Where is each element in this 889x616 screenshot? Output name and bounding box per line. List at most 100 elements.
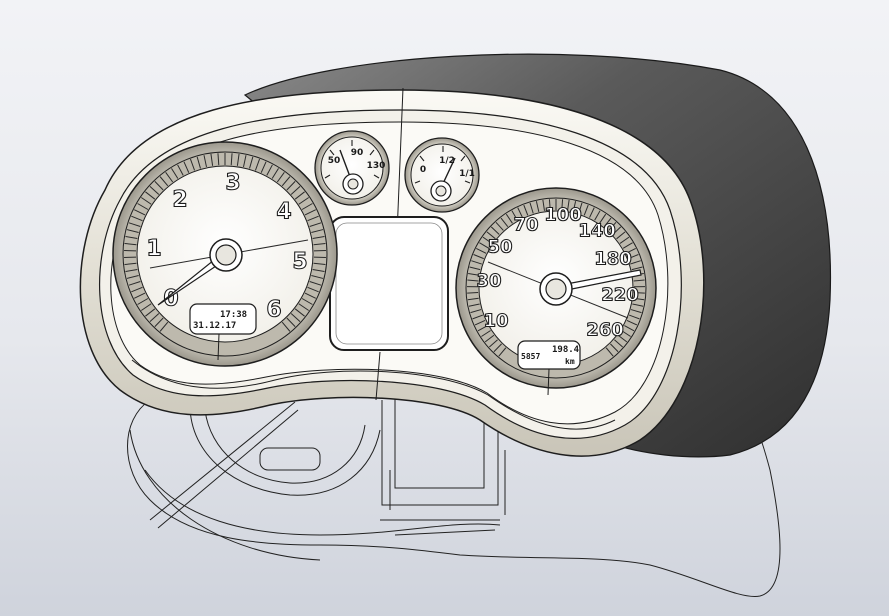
gauge-tick — [561, 199, 564, 211]
gauge-tick — [131, 286, 143, 293]
gauge-tick — [312, 268, 325, 273]
gauge-tick — [628, 254, 639, 260]
gauge-tick — [196, 156, 201, 169]
gauge-tick — [605, 347, 614, 357]
gauge-tick — [612, 226, 622, 235]
gauge-tick — [589, 207, 595, 218]
gauge-tick — [511, 210, 518, 221]
gauge-tick — [183, 161, 190, 173]
gauge-tick — [189, 158, 196, 171]
gauge-tick — [294, 191, 305, 200]
wireframe-lines — [127, 398, 781, 597]
gauge-tick — [281, 176, 291, 187]
gauge-tick — [583, 204, 589, 216]
gauge-tick — [567, 199, 570, 211]
gauge-tick — [617, 334, 628, 343]
fuel-label: 1/2 — [439, 156, 455, 166]
gauge-tick — [298, 197, 310, 205]
gauge-tick — [286, 180, 296, 191]
center-display — [329, 216, 449, 351]
gauge-tick — [608, 221, 617, 231]
gauge-tick — [154, 317, 164, 328]
gauge-tick — [145, 308, 156, 317]
gauge-tick — [529, 202, 534, 214]
gauge-tick — [149, 186, 160, 195]
gauge-tick — [309, 281, 322, 286]
gauge-tick — [633, 297, 645, 301]
speed-label: 10 — [483, 311, 508, 332]
gauge-tick — [134, 209, 146, 216]
speed-label: 100 — [544, 205, 582, 226]
gauge-tick — [260, 161, 267, 173]
gauge-tick — [630, 309, 642, 314]
gauge-tick — [159, 321, 169, 332]
gauge-tick — [126, 275, 139, 279]
gauge-tick — [624, 325, 635, 332]
gauge-tick — [128, 281, 141, 286]
tachometer: 0 1 2 3 4 5 6 17:38 31.12.17 — [112, 141, 338, 367]
gauge-tick — [159, 176, 169, 187]
gauge-tick — [548, 199, 551, 211]
gauge-tick — [217, 153, 220, 166]
gauge-tick — [472, 314, 484, 320]
gauge-tick — [621, 330, 631, 337]
trip-readout: 5857 — [521, 352, 540, 361]
speedometer-tick-ring — [467, 199, 645, 357]
gauge-tick — [286, 317, 296, 328]
gauge-tick — [505, 213, 513, 224]
gauge-tick — [633, 292, 645, 294]
gauge-tick — [477, 325, 488, 332]
gauge-tick — [236, 153, 240, 166]
gauge-tick — [523, 204, 529, 216]
fuel-label: 0 — [420, 165, 426, 175]
tachometer-tick-ring — [124, 153, 326, 332]
unit-readout: km — [565, 357, 575, 366]
gauge-tick — [622, 242, 633, 249]
gauge-tick — [630, 260, 641, 265]
gauge-tick — [126, 229, 139, 233]
gauge-tick — [476, 248, 487, 254]
gauge-tick — [469, 266, 481, 271]
gauge-tick — [271, 168, 279, 179]
gauge-tick — [482, 236, 493, 244]
gauge-tick — [171, 168, 179, 179]
gauge-tick — [307, 286, 319, 293]
gauge-tick — [632, 303, 644, 307]
date-readout: 31.12.17 — [193, 321, 236, 331]
gauge-tick — [203, 155, 207, 168]
gauge-tick — [633, 279, 645, 282]
gauge-tick — [619, 236, 630, 244]
temperature-gauge: 50 90 130 — [314, 130, 390, 206]
clock-readout: 17:38 — [220, 310, 247, 320]
tach-label: 4 — [276, 200, 291, 225]
gauge-tick — [313, 262, 326, 266]
tach-label: 5 — [292, 250, 307, 275]
gauge-tick — [301, 298, 313, 305]
gauge-tick — [298, 303, 310, 311]
speed-label: 140 — [578, 221, 616, 242]
fuel-gauge: 0 1/2 1/1 — [404, 137, 480, 213]
gauge-tick — [468, 272, 480, 276]
gauge-tick — [125, 235, 138, 240]
gauge-tick — [490, 226, 500, 235]
gauge-tick — [467, 297, 479, 301]
gauge-tick — [625, 248, 636, 254]
gauge-tick — [124, 242, 137, 246]
gauge-tick — [124, 262, 137, 266]
speedometer-scale-labels: 10 30 50 70 100 140 180 220 260 — [476, 204, 639, 341]
gauge-tick — [603, 217, 612, 227]
gauge-tick — [468, 303, 480, 307]
gauge-tick — [493, 343, 502, 353]
gauge-tick — [578, 202, 583, 214]
gauge-tick — [290, 313, 301, 322]
fuel-label: 1/1 — [459, 169, 475, 179]
gauge-tick — [276, 171, 285, 183]
gauge-tick — [631, 266, 643, 271]
gauge-tick — [572, 201, 577, 213]
gauge-tick — [467, 279, 479, 282]
gauge-tick — [614, 339, 623, 348]
speedometer: 10 30 50 70 100 140 180 220 260 198.4 58… — [455, 187, 657, 396]
gauge-tick — [484, 334, 495, 343]
